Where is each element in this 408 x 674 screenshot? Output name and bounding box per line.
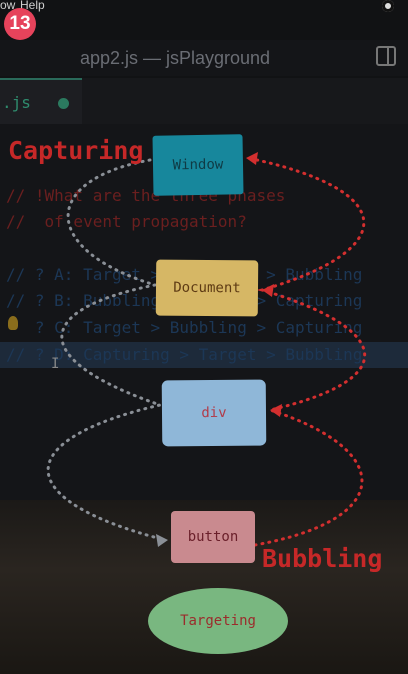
split-layout-icon[interactable] (376, 46, 396, 66)
tab-label: .js (2, 93, 31, 112)
node-document: Document (155, 259, 259, 317)
arrow-head-div (270, 404, 282, 417)
bubbling-label: Bubbling (262, 544, 383, 573)
current-line-highlight (0, 342, 408, 368)
arrow-head-button (156, 534, 168, 547)
code-line-comment-2: // of event propagation? (6, 212, 247, 231)
unsaved-dot-icon[interactable] (58, 98, 69, 109)
arrow-head-window (246, 152, 258, 165)
node-button: button (171, 511, 255, 563)
capturing-path (46, 158, 167, 542)
step-number-badge: 13 (4, 8, 36, 40)
window-title: app2.js — jsPlayground (79, 48, 271, 68)
title-bar (0, 40, 408, 76)
capturing-label: Capturing (8, 136, 144, 165)
node-div: div (161, 379, 267, 447)
node-window: Window (152, 134, 244, 196)
node-targeting: Targeting (148, 588, 288, 654)
bubbling-path (246, 156, 367, 547)
arrow-head-document (262, 284, 274, 297)
code-line-option-d: // ? D: Capturing > Target > Bubbling (6, 345, 363, 364)
lightbulb-icon[interactable] (8, 316, 18, 330)
record-icon[interactable] (382, 0, 394, 12)
text-cursor-icon: I (51, 356, 60, 372)
